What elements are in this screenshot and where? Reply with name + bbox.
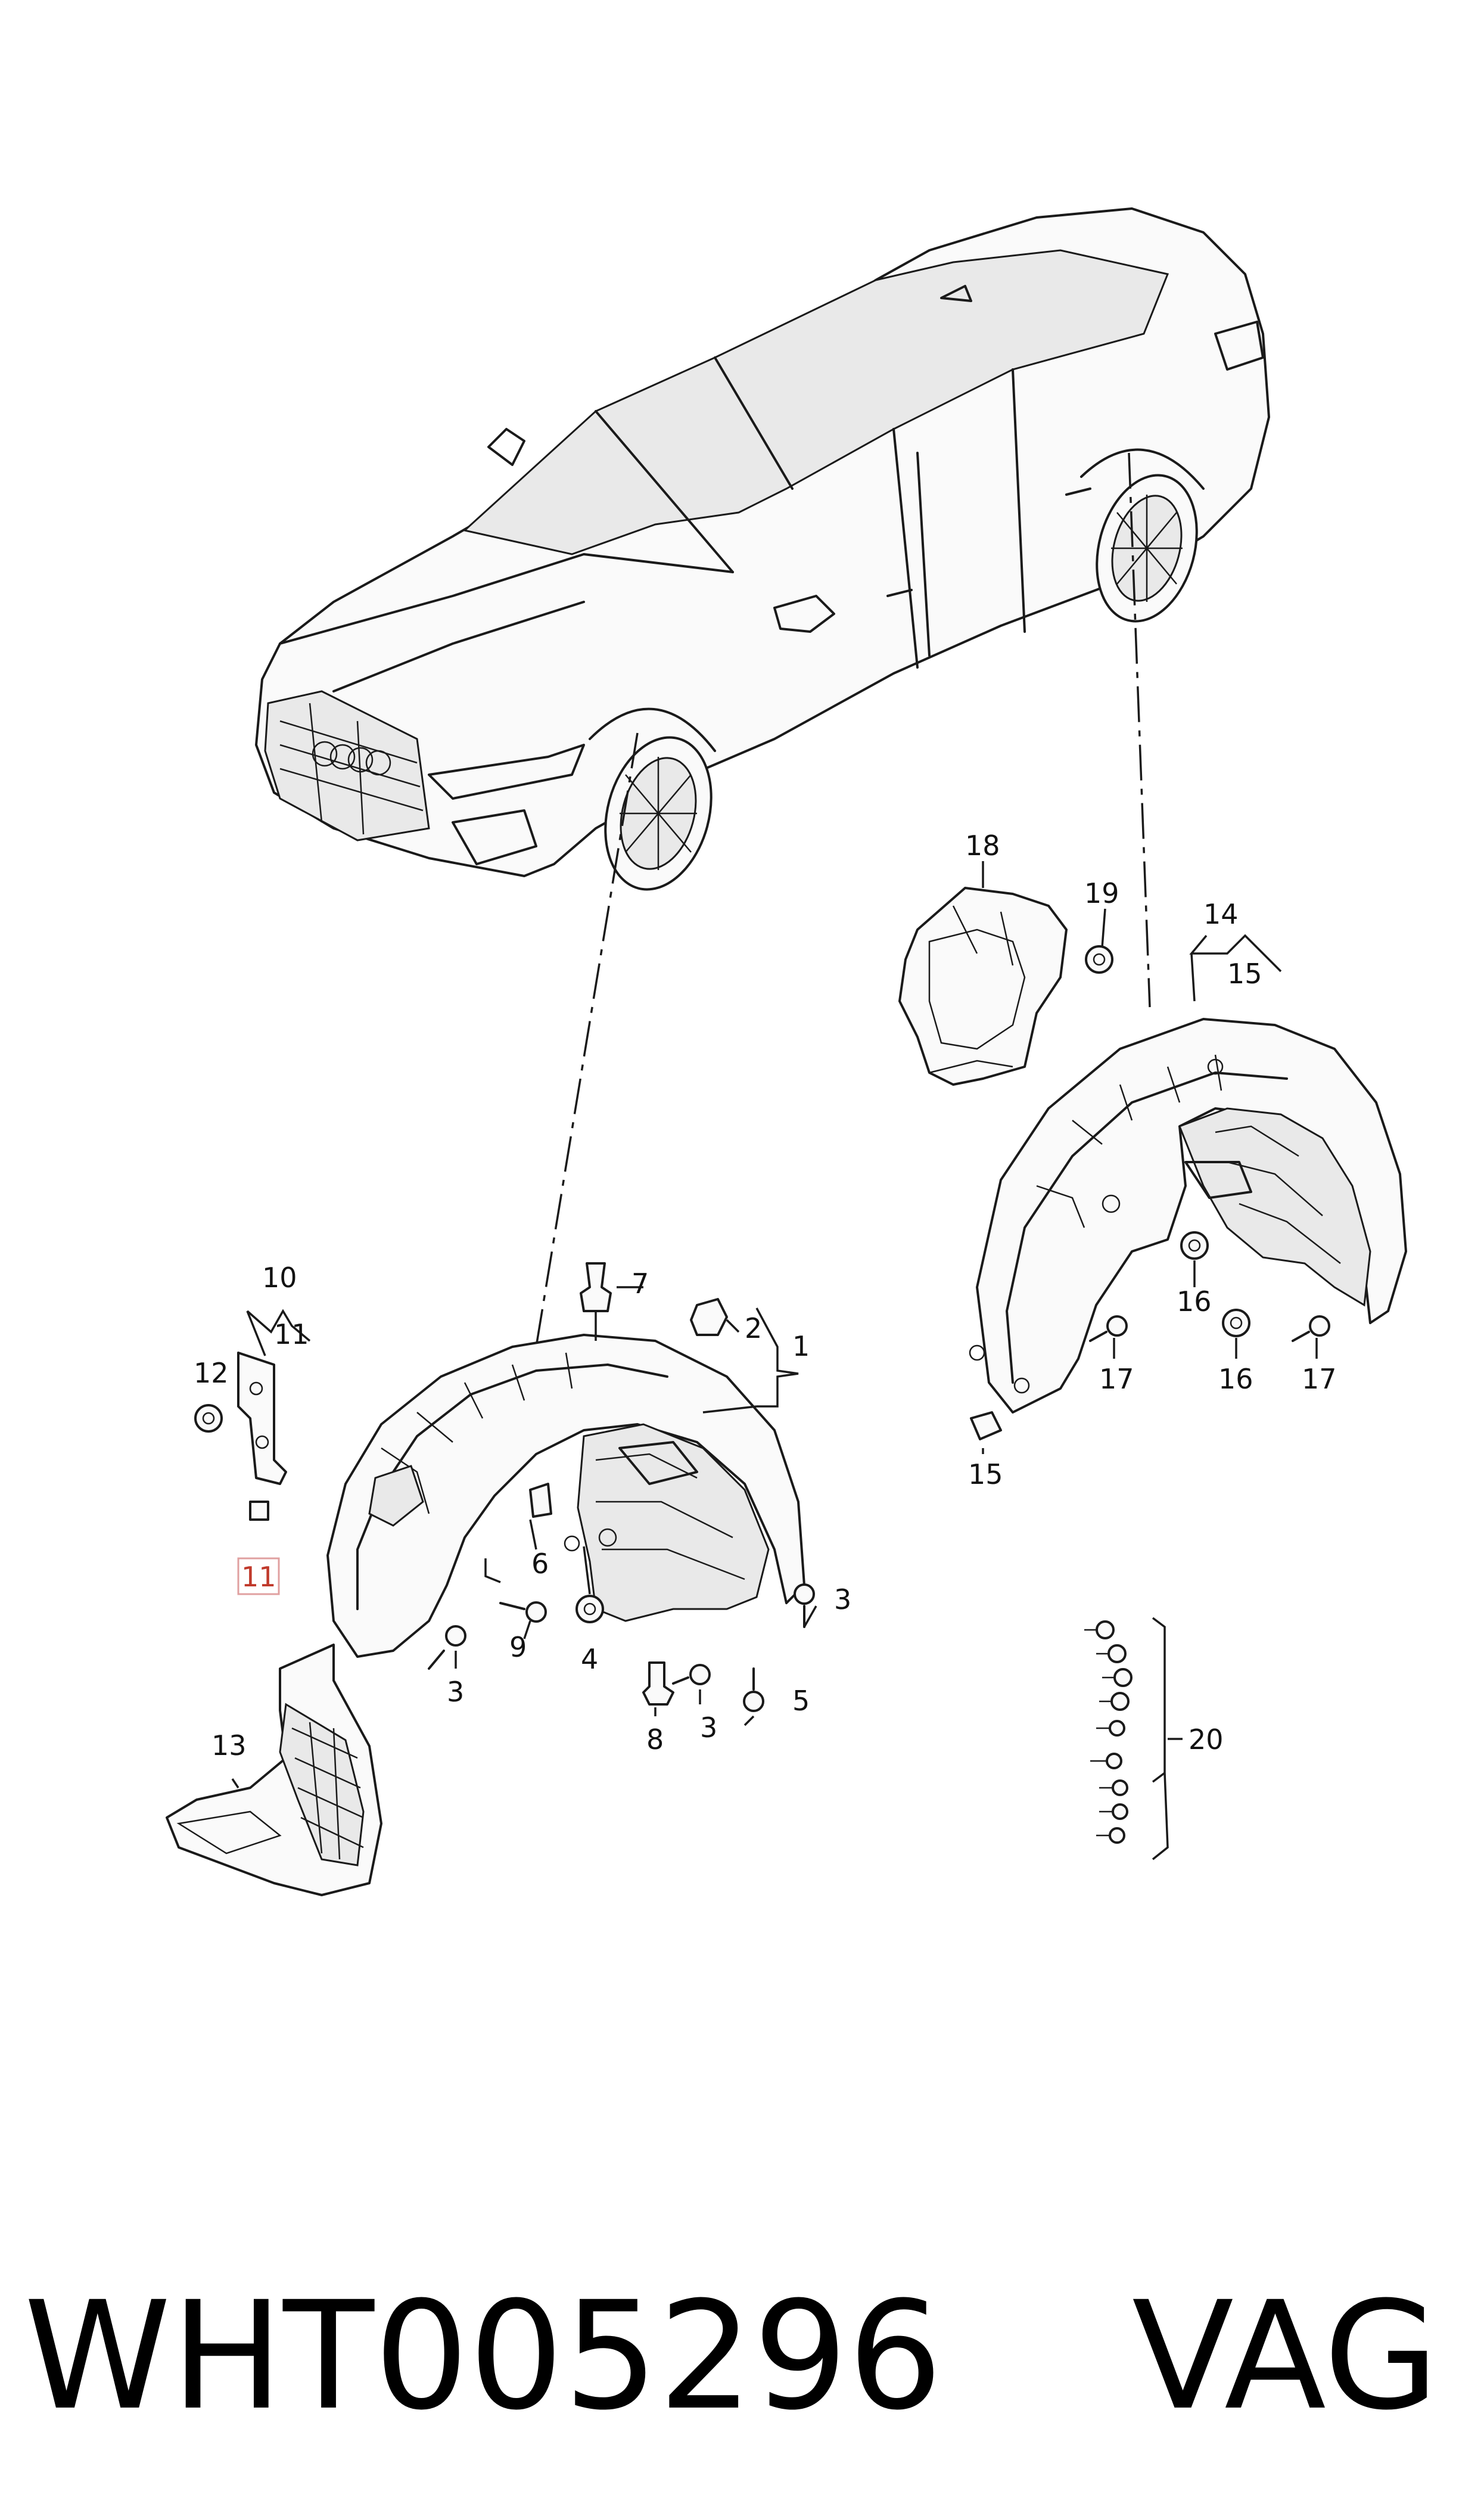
callout-11-highlighted: 11: [241, 1561, 276, 1593]
callout-9: 9: [509, 1631, 527, 1663]
heat-shield: [898, 887, 1068, 1086]
rear-wheel-leader: [1128, 452, 1151, 1008]
fastener-kit: [1084, 1620, 1133, 1844]
callout-1: 1: [792, 1330, 810, 1362]
callout-11: 11: [274, 1318, 309, 1350]
callout-3-center: 3: [700, 1712, 717, 1744]
car-illustration: [255, 207, 1270, 891]
front-wheel-housing-liner: [326, 1334, 805, 1658]
callout-17-left: 17: [1099, 1363, 1134, 1395]
callout-2: 2: [745, 1312, 762, 1344]
part-number: WHT005296: [24, 2269, 942, 2443]
highlighted-part-box: [237, 1557, 280, 1595]
callout-15-lower: 15: [968, 1458, 1003, 1490]
callout-17-right: 17: [1302, 1363, 1337, 1395]
leader-lines: [231, 861, 1318, 1860]
callout-4: 4: [581, 1643, 598, 1675]
rear-fasteners: [970, 945, 1330, 1440]
callout-13: 13: [211, 1729, 247, 1762]
callout-7: 7: [631, 1268, 649, 1300]
callout-6: 6: [531, 1548, 549, 1580]
callout-14: 14: [1203, 898, 1239, 930]
callout-5: 5: [792, 1685, 810, 1717]
front-fasteners: [194, 1262, 815, 1712]
callout-19: 19: [1084, 877, 1119, 909]
callout-16-left: 16: [1177, 1285, 1212, 1318]
callout-8: 8: [646, 1723, 664, 1756]
callout-10: 10: [262, 1262, 297, 1294]
front-wheel-leader: [535, 732, 639, 1347]
callout-18: 18: [965, 830, 1000, 862]
bracket: [237, 1352, 287, 1521]
callout-20: 20: [1189, 1723, 1224, 1756]
wheel-arch-trim: [166, 1644, 382, 1896]
brand-label: VAG: [1132, 2269, 1439, 2443]
callout-15-upper: 15: [1227, 958, 1262, 990]
callout-3-left: 3: [447, 1676, 464, 1708]
rear-wheel-housing-liner: [969, 1018, 1407, 1414]
callout-16-right: 16: [1218, 1363, 1253, 1395]
callout-3-right: 3: [834, 1583, 851, 1616]
callout-12: 12: [194, 1357, 229, 1389]
